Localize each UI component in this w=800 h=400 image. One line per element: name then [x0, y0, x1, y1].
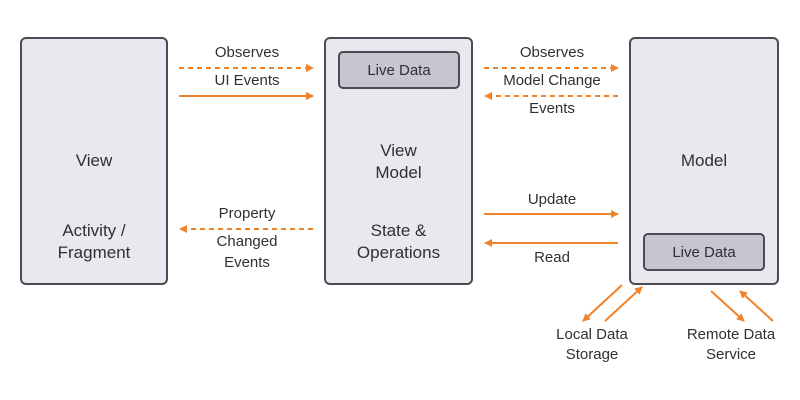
view-title: View	[75, 151, 113, 170]
view-subtitle-line1: Activity /	[62, 221, 126, 240]
property-label-line1: Property	[218, 205, 276, 222]
remote-data-label-line1: Remote Data	[686, 326, 776, 343]
local-data-label-line1: Local Data	[556, 326, 628, 343]
local-storage-arrow-out	[582, 284, 623, 322]
remote-service-arrow-out	[710, 290, 745, 322]
property-label-line2: Changed	[216, 233, 278, 250]
remote-service-arrow-in	[739, 290, 774, 322]
view-model-subtitle-line2: Operations	[356, 243, 441, 262]
observes-label-left: Observes	[214, 44, 280, 61]
view-model-title-line1: View	[380, 141, 417, 160]
update-label: Update	[527, 191, 577, 208]
observes-label-right: Observes	[519, 44, 585, 61]
view-box	[20, 37, 168, 285]
view-subtitle-line2: Fragment	[57, 243, 131, 262]
model-change-label-line2: Events	[529, 100, 575, 117]
view-model-live-data: Live Data	[338, 51, 460, 89]
ui-events-label: UI Events	[214, 72, 280, 89]
model-live-data: Live Data	[643, 233, 765, 271]
view-model-title-line2: Model	[375, 163, 422, 182]
local-storage-arrow-in	[604, 286, 643, 322]
model-change-label-line1: Model Change	[503, 72, 601, 89]
view-model-subtitle-line1: State &	[370, 221, 427, 240]
model-title: Model	[680, 151, 728, 170]
property-label-line3: Events	[224, 254, 270, 271]
read-label: Read	[534, 249, 570, 266]
remote-data-label-line2: Service	[705, 346, 757, 363]
local-data-label-line2: Storage	[565, 346, 619, 363]
